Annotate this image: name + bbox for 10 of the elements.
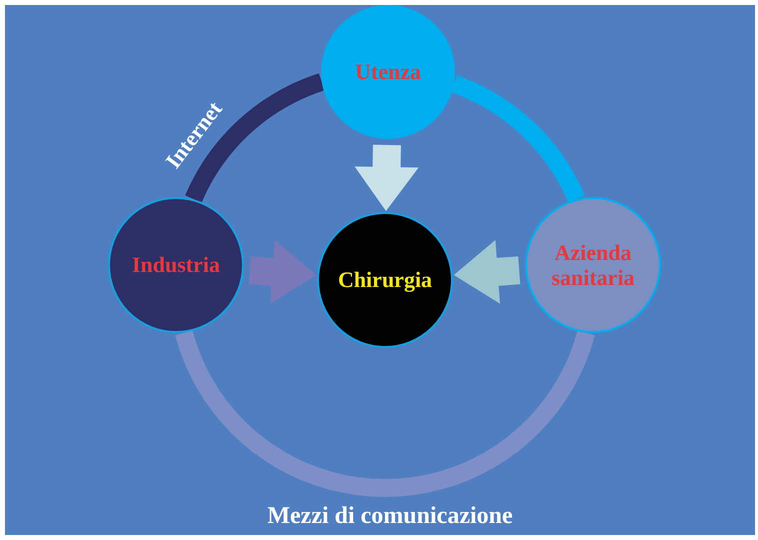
caption-text: Mezzi di comunicazione: [267, 503, 513, 530]
node-label: Utenza: [355, 59, 421, 85]
node-label: Industria: [132, 252, 220, 278]
node-label: Azienda sanitaria: [550, 240, 636, 290]
block-arrow: [454, 240, 520, 304]
node-label: Chirurgia: [338, 267, 432, 293]
block-arrow: [354, 144, 419, 211]
block-arrow: [248, 240, 316, 304]
connector-arc: [175, 330, 595, 497]
connector-arc: [449, 75, 585, 204]
